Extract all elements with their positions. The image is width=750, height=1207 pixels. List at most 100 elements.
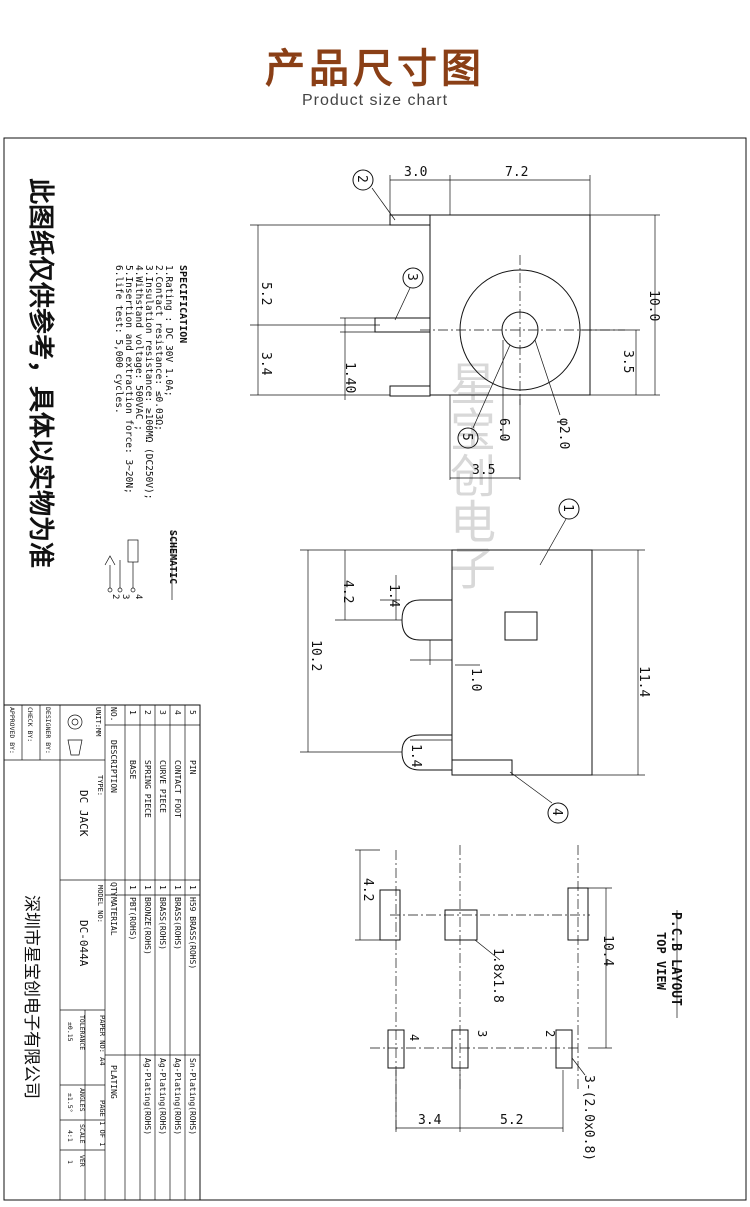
bom-col-no: NO.: [109, 707, 118, 721]
svg-text:PBT(ROHS): PBT(ROHS): [128, 897, 137, 940]
callout-5: [457, 427, 479, 449]
bom-col-material: MATERIAL: [109, 897, 118, 936]
dim-1-40: 1.40: [342, 362, 357, 393]
paper-label: PAPER NO: A4: [98, 1015, 106, 1066]
svg-text:BASE: BASE: [128, 760, 137, 779]
drawing-frame: [3, 137, 747, 1201]
svg-text:3: 3: [158, 710, 167, 715]
svg-text:5: 5: [188, 710, 197, 715]
dim-pcb-10-4: 10.4: [600, 935, 615, 966]
svg-text:BRONZE(ROHS): BRONZE(ROHS): [143, 897, 152, 955]
top-terminal-tab: [389, 214, 431, 226]
svg-text:CURVE PIECE: CURVE PIECE: [158, 760, 167, 813]
callout-1: [558, 498, 580, 520]
spec-item-5: 5.Insertion and extraction force: 3~20N;: [123, 265, 134, 494]
pcb-layout-heading: P.C.B LAYOUT: [668, 912, 683, 1006]
svg-text:Sn-Plating(ROHS): Sn-Plating(ROHS): [188, 1058, 197, 1135]
svg-text:1: 1: [188, 885, 197, 890]
svg-text:4: 4: [173, 710, 182, 715]
projection-cone: [67, 739, 83, 756]
dim-3-5-bottom: 3.5: [472, 463, 495, 478]
dim-3-5: 3.5: [620, 350, 635, 373]
spec-item-1: 1.Rating : DC 30V 1.0A;: [163, 265, 174, 397]
dim-pcb-4-2: 4.2: [360, 878, 375, 901]
svg-text:PIN: PIN: [188, 760, 197, 775]
bom-row: 2 SPRING PIECE 1 BRONZE(ROHS) Ag-Plating…: [143, 710, 152, 1135]
svg-text:3: 3: [120, 594, 130, 599]
spec-item-6: 6.life test: 5,000 cycles.: [113, 265, 124, 414]
svg-text:1: 1: [173, 885, 182, 890]
bom-row: 1 BASE 1 PBT(ROHS): [128, 710, 137, 940]
type-label: TYPE:: [96, 775, 104, 796]
schematic: SCHEMATIC 4 3 2: [104, 530, 178, 600]
dim-pcb-5-2: 5.2: [500, 1113, 523, 1128]
pcb-square-pad: [444, 909, 478, 941]
svg-text:2: 2: [143, 710, 152, 715]
tolerance-value: ±0.15: [66, 1022, 74, 1042]
angles-label: ANGLES: [78, 1088, 86, 1112]
svg-text:SPRING PIECE: SPRING PIECE: [143, 760, 152, 818]
pcb-pin-label-2: 2: [543, 1030, 557, 1037]
svg-text:Ag-Plating(ROHS): Ag-Plating(ROHS): [143, 1058, 152, 1135]
callout-4: [547, 802, 569, 824]
unit-label: UNIT:MM: [94, 707, 102, 737]
svg-text:4: 4: [133, 594, 143, 599]
svg-text:3: 3: [404, 273, 419, 281]
dim-10-2: 10.2: [308, 640, 323, 671]
dim-6-0: 6.0: [496, 418, 511, 441]
spec-item-3: 3.Insulation resistance: ≥100MΩ (DC250V)…: [143, 265, 154, 500]
bom-col-qty: QTY: [109, 882, 118, 897]
svg-text:Ag-Plating(ROHS): Ag-Plating(ROHS): [173, 1058, 182, 1135]
spec-item-4: 4.Withstand voltage: 500VAC ;: [133, 265, 144, 431]
page-label: PAGE 1 OF 1: [98, 1100, 106, 1146]
title-block: NO. DESCRIPTION QTY MATERIAL PLATING 5 P…: [3, 704, 201, 1201]
pcb-pad-2: [555, 1029, 573, 1069]
dim-7-2: 7.2: [505, 165, 528, 180]
bom-col-plating: PLATING: [109, 1065, 118, 1099]
ver-value: 1: [66, 1160, 74, 1164]
dim-3-0: 3.0: [404, 165, 427, 180]
svg-text:5: 5: [459, 433, 474, 441]
side-pin-upper: [401, 599, 452, 641]
dim-10-0: 10.0: [646, 290, 661, 321]
svg-text:Ag-Plating(ROHS): Ag-Plating(ROHS): [158, 1058, 167, 1135]
dim-pcb-3x-2-0x0-8: 3-(2.0x0.8): [581, 1075, 596, 1161]
dim-pcb-1-8x1-8: 1.8x1.8: [490, 948, 505, 1003]
check-label: CHECK BY:: [26, 707, 34, 742]
angles-value: ±1.5°: [66, 1093, 74, 1113]
dim-3-4: 3.4: [258, 352, 273, 376]
svg-text:1: 1: [158, 885, 167, 890]
schematic-heading: SCHEMATIC: [167, 530, 178, 584]
bom-row: 3 CURVE PIECE 1 BRASS(ROHS) Ag-Plating(R…: [158, 710, 167, 1135]
spec-heading: SPECIFICATION: [177, 265, 188, 343]
top-view-body: [429, 214, 591, 396]
approved-label: APPROVED BY:: [8, 707, 16, 754]
dim-phi-2-0: φ2.0: [556, 418, 571, 449]
pcb-top-view-heading: TOP VIEW: [654, 932, 668, 991]
reference-note: 此图纸仅供参考，具体以实物为准: [25, 178, 56, 568]
bom-col-desc: DESCRIPTION: [109, 740, 118, 793]
projection-symbol: [67, 714, 83, 730]
svg-text:1: 1: [128, 885, 137, 890]
dim-pcb-3-4: 3.4: [418, 1113, 442, 1128]
dim-4-2: 4.2: [340, 580, 355, 603]
spec-item-2: 2.Contact resistance: ≤0.03Ω;: [153, 265, 164, 431]
scale-label: SCALE: [78, 1124, 86, 1144]
page-title: 产品尺寸图: [265, 46, 485, 92]
pcb-layout: 4.2 1.8x1.8 10.4 3.4 5.2 3-(2.0x0.8) 4 3…: [355, 845, 683, 1161]
side-view: 10.2 4.2 1.4 1.0 1.4 11.4 1 4: [300, 498, 651, 824]
svg-text:H59 BRASS(ROHS): H59 BRASS(ROHS): [188, 897, 197, 969]
dim-1-4-top: 1.4: [386, 584, 401, 608]
dim-1-4-bottom: 1.4: [408, 744, 423, 768]
dim-1-0: 1.0: [468, 668, 483, 691]
bom-row: 4 CONTACT FOOT 1 BRASS(ROHS) Ag-Plating(…: [173, 710, 182, 1135]
svg-text:4: 4: [549, 808, 564, 816]
designer-label: DESIGNER BY:: [44, 707, 52, 754]
svg-text:1: 1: [560, 504, 575, 512]
type-value: DC JACK: [77, 790, 90, 837]
callout-3: [402, 267, 424, 289]
top-view: 3.0 7.2 5.2 3.4 1.40 10.0 3.5 6.0 φ2.0 3…: [250, 165, 661, 480]
side-view-body: [451, 549, 593, 776]
svg-text:CONTACT FOOT: CONTACT FOOT: [173, 760, 182, 818]
